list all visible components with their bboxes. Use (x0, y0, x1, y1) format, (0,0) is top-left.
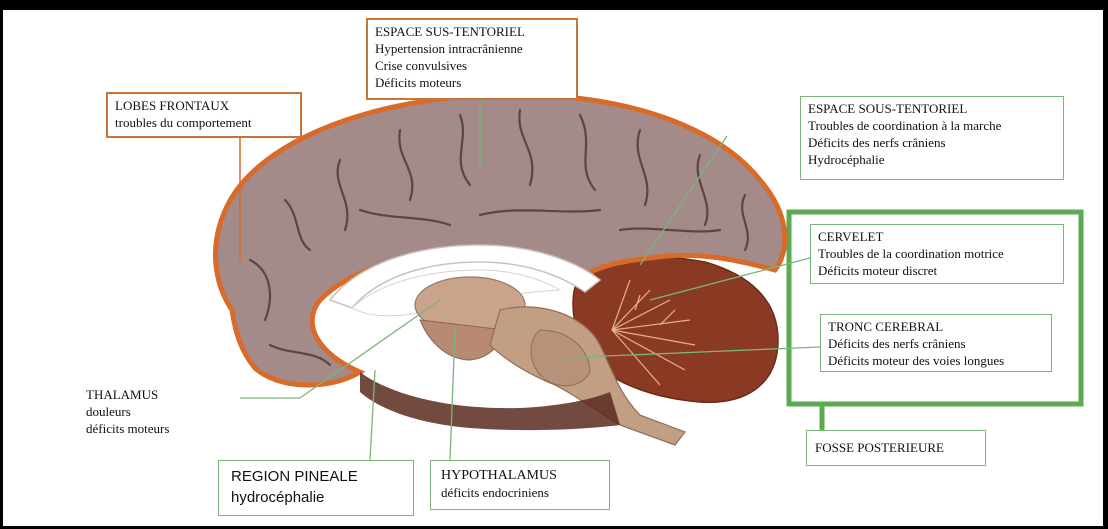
label-hypothalamus: HYPOTHALAMUS déficits endocriniens (430, 460, 610, 510)
label-line: déficits moteurs (86, 420, 192, 437)
label-title: FOSSE POSTERIEURE (815, 439, 977, 456)
label-thalamus: THALAMUS douleurs déficits moteurs (78, 382, 200, 444)
label-line: Troubles de la coordination motrice (818, 245, 1056, 262)
label-fosse-posterieure: FOSSE POSTERIEURE (806, 430, 986, 466)
label-line: Déficits des nerfs crâniens (808, 134, 1056, 151)
label-line: déficits endocriniens (441, 484, 599, 501)
label-title: LOBES FRONTAUX (115, 97, 293, 114)
label-title: ESPACE SOUS-TENTORIEL (808, 100, 1056, 117)
label-espace-sus-tentoriel: ESPACE SUS-TENTORIEL Hypertension intrac… (366, 18, 578, 100)
label-espace-sous-tentoriel: ESPACE SOUS-TENTORIEL Troubles de coordi… (800, 96, 1064, 180)
label-line: Déficits des nerfs crâniens (828, 335, 1044, 352)
label-line: Crise convulsives (375, 57, 569, 74)
label-title: REGION PINEALE (231, 466, 401, 487)
label-line: douleurs (86, 403, 192, 420)
label-region-pineale: REGION PINEALE hydrocéphalie (218, 460, 414, 516)
label-line: troubles du comportement (115, 114, 293, 131)
label-cervelet: CERVELET Troubles de la coordination mot… (810, 224, 1064, 284)
label-title: THALAMUS (86, 386, 192, 403)
label-line: Déficits moteur des voies longues (828, 352, 1044, 369)
label-lobes-frontaux: LOBES FRONTAUX troubles du comportement (106, 92, 302, 138)
label-title: ESPACE SUS-TENTORIEL (375, 23, 569, 40)
label-title: HYPOTHALAMUS (441, 467, 599, 484)
label-title: CERVELET (818, 228, 1056, 245)
label-line: Troubles de coordination à la marche (808, 117, 1056, 134)
label-tronc-cerebral: TRONC CEREBRAL Déficits des nerfs crânie… (820, 314, 1052, 372)
label-line: Hypertension intracrânienne (375, 40, 569, 57)
label-line: hydrocéphalie (231, 487, 401, 508)
label-line: Hydrocéphalie (808, 151, 1056, 168)
label-title: TRONC CEREBRAL (828, 318, 1044, 335)
label-line: Déficits moteur discret (818, 262, 1056, 279)
label-line: Déficits moteurs (375, 74, 569, 91)
